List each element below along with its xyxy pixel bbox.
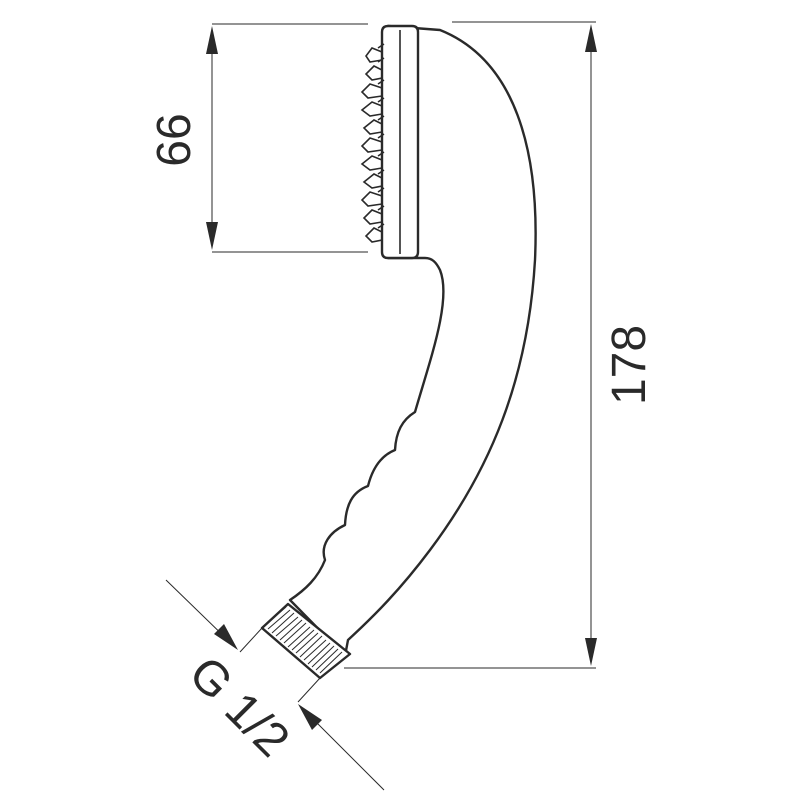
nozzle xyxy=(364,227,383,243)
nozzle xyxy=(360,155,383,171)
thread-ext-line-upper xyxy=(239,627,263,653)
thread-ext-line-lower xyxy=(297,677,321,703)
thread-line xyxy=(311,645,335,668)
handle-outline xyxy=(288,24,537,658)
nozzle xyxy=(377,43,385,229)
dimension-total-length: 178 xyxy=(344,21,656,669)
nozzle xyxy=(362,209,383,225)
nozzle xyxy=(360,101,383,117)
dimension-label-66: 66 xyxy=(148,113,201,166)
thread-line xyxy=(319,651,343,674)
dimension-label-178: 178 xyxy=(603,325,656,405)
thread-line xyxy=(287,626,311,648)
nozzle xyxy=(360,137,383,153)
shower-head-body xyxy=(260,24,537,680)
nozzle xyxy=(360,83,383,99)
thread-line xyxy=(271,612,295,634)
thread-line xyxy=(291,629,315,651)
nozzle xyxy=(362,119,383,135)
thread-line xyxy=(299,635,323,658)
thread-line xyxy=(307,642,331,665)
thread-line xyxy=(315,648,339,671)
nozzle xyxy=(360,191,383,207)
thread-lines xyxy=(263,606,343,674)
thread-connector xyxy=(260,602,352,680)
spray-nozzles xyxy=(360,43,385,243)
arrowhead-top-right xyxy=(585,24,597,52)
thread-line xyxy=(267,609,291,630)
thread-line xyxy=(279,619,303,641)
thread-line xyxy=(283,622,307,644)
dimension-head-width: 66 xyxy=(148,23,368,253)
arrowhead-bottom xyxy=(206,222,218,250)
thread-line xyxy=(275,616,299,637)
arrowhead-top xyxy=(206,26,218,54)
arrowhead-thread-lower xyxy=(298,704,322,730)
dimension-label-thread: G 1/2 xyxy=(179,647,299,767)
arrowhead-thread-upper xyxy=(214,624,238,650)
nozzle xyxy=(362,173,383,189)
thread-line xyxy=(295,632,319,654)
arrowhead-bottom-right xyxy=(585,638,597,666)
nozzle xyxy=(364,65,383,81)
nozzle xyxy=(365,47,383,63)
thread-line xyxy=(263,606,287,627)
thread-line xyxy=(303,639,327,661)
